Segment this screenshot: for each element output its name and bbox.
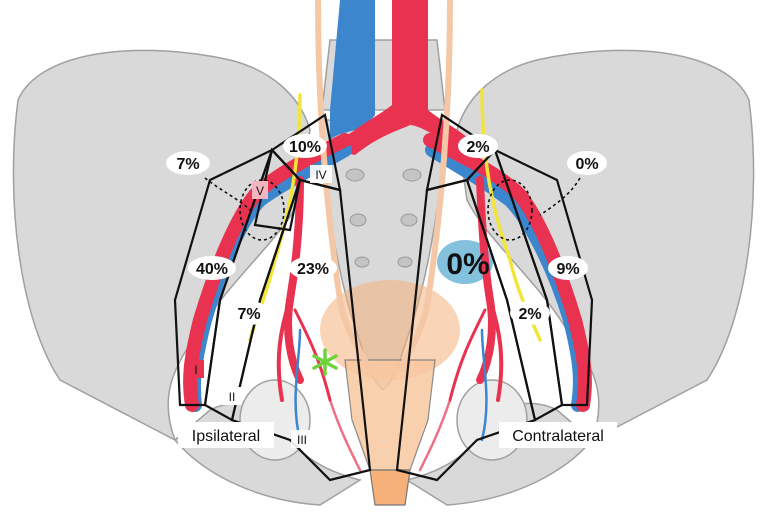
pct-right-upper-lateral: 0% — [567, 151, 607, 175]
svg-text:7%: 7% — [237, 306, 260, 323]
svg-text:Ipsilateral: Ipsilateral — [192, 428, 260, 445]
pct-left-lateral: 40% — [188, 256, 236, 280]
roman-ii: II — [222, 387, 242, 405]
svg-text:V: V — [256, 184, 264, 198]
pct-left-upper-lateral: 7% — [166, 151, 210, 175]
svg-text:7%: 7% — [176, 156, 199, 173]
svg-text:2%: 2% — [518, 306, 541, 323]
svg-text:0%: 0% — [446, 248, 489, 281]
svg-text:IV: IV — [315, 168, 326, 182]
roman-v: V — [252, 181, 268, 199]
pct-right-top: 2% — [458, 134, 498, 158]
pct-left-medial: 23% — [289, 256, 337, 280]
roman-iv: IV — [310, 165, 332, 183]
pct-right-center: 0% — [446, 248, 489, 281]
svg-text:2%: 2% — [466, 139, 489, 156]
ipsilateral-label: Ipsilateral — [178, 422, 274, 448]
svg-text:23%: 23% — [297, 261, 329, 278]
svg-text:I: I — [194, 363, 197, 377]
roman-iii: III — [291, 430, 313, 448]
pct-right-lower: 2% — [510, 301, 550, 325]
pct-right-lateral: 9% — [548, 256, 588, 280]
svg-text:40%: 40% — [196, 261, 228, 278]
svg-text:Contralateral: Contralateral — [512, 428, 604, 445]
svg-text:10%: 10% — [289, 139, 321, 156]
roman-i: I — [188, 360, 204, 378]
pct-left-top: 10% — [283, 134, 327, 158]
contralateral-label: Contralateral — [499, 422, 617, 448]
svg-text:9%: 9% — [556, 261, 579, 278]
svg-text:III: III — [297, 433, 307, 447]
svg-text:II: II — [229, 390, 236, 404]
pct-left-lower: 7% — [229, 301, 269, 325]
svg-text:0%: 0% — [575, 156, 598, 173]
